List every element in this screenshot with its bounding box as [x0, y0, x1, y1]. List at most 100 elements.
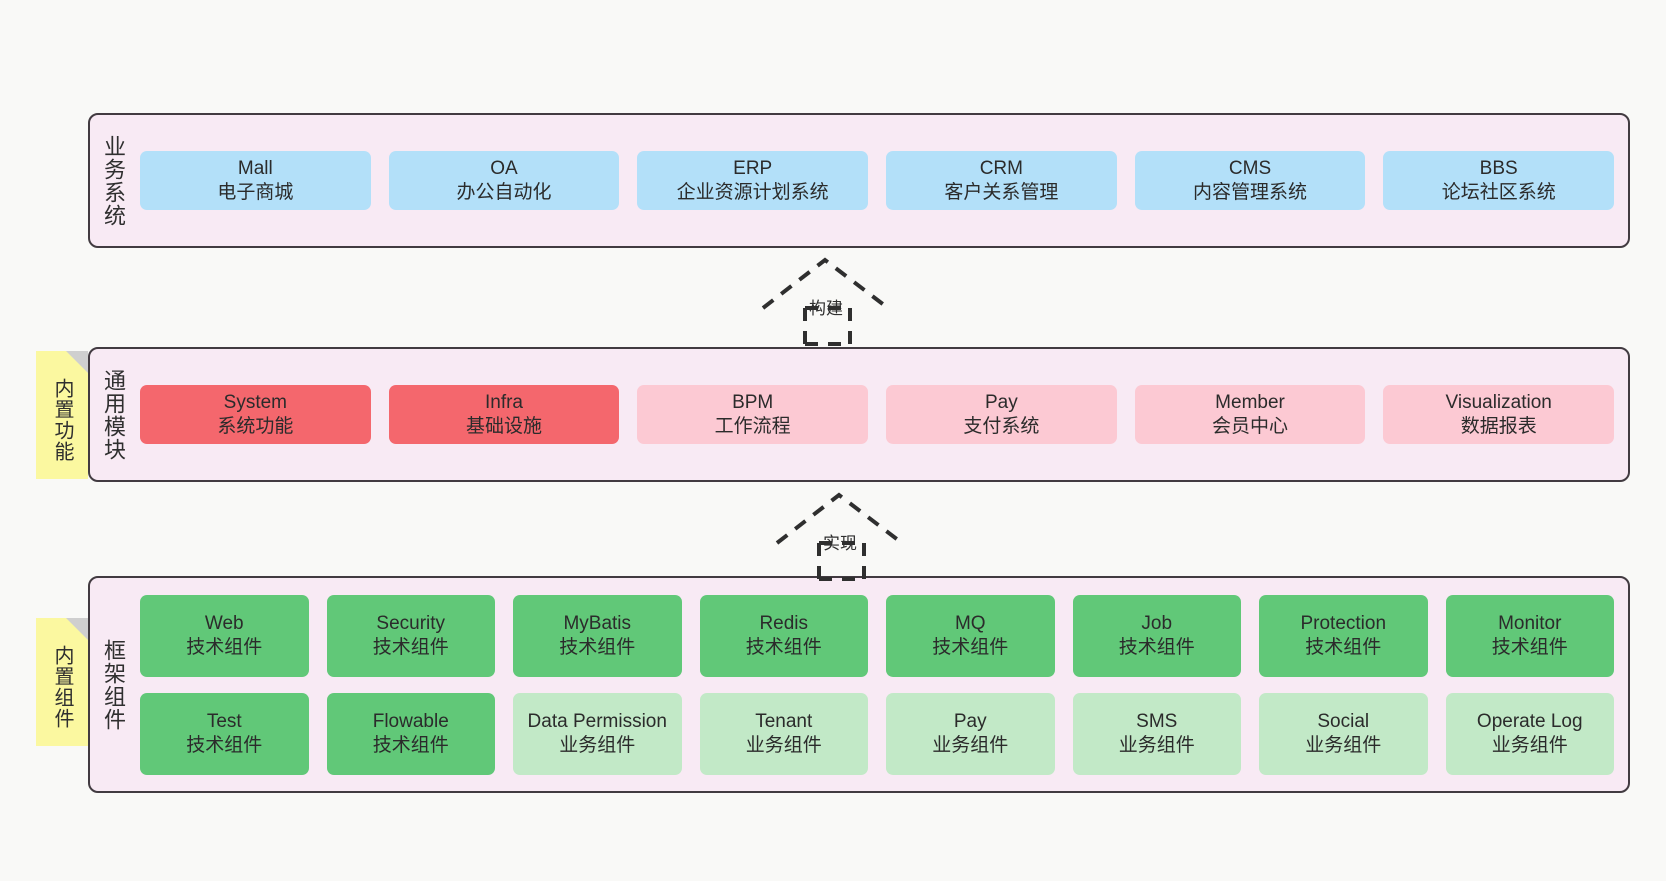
- card-title: Protection: [1300, 612, 1387, 634]
- common-module-row: System 系统功能 Infra 基础设施 BPM 工作流程 Pay 支付系统…: [140, 384, 1615, 445]
- card-subtitle: 工作流程: [714, 415, 791, 437]
- card-subtitle: 技术组件: [1305, 636, 1382, 658]
- card-title: System: [223, 391, 288, 413]
- card-subtitle: 技术组件: [372, 734, 449, 756]
- card-title: Pay: [984, 391, 1018, 413]
- framework-component-row-business: Test 技术组件 Flowable 技术组件 Data Permission …: [140, 692, 1614, 775]
- layer-framework-component-body: Web 技术组件 Security 技术组件 MyBatis 技术组件 Redi…: [136, 578, 1628, 791]
- card-subtitle: 会员中心: [1212, 415, 1289, 437]
- card-title: BPM: [732, 391, 774, 413]
- card-title: OA: [490, 157, 518, 179]
- layer-common-module-body: System 系统功能 Infra 基础设施 BPM 工作流程 Pay 支付系统…: [136, 349, 1628, 480]
- card-title: Web: [204, 612, 244, 634]
- card-subtitle: 技术组件: [186, 734, 263, 756]
- card-web[interactable]: Web 技术组件: [140, 594, 309, 677]
- card-subtitle: 数据报表: [1460, 415, 1537, 437]
- layer-framework-component: 框架组件 Web 技术组件 Security 技术组件 MyBatis 技术组件…: [88, 576, 1630, 793]
- card-title: ERP: [733, 157, 773, 179]
- note-builtin-component: 内置组件: [36, 618, 88, 746]
- card-title: Infra: [484, 391, 524, 413]
- card-title: BBS: [1479, 157, 1518, 179]
- card-title: Tenant: [755, 710, 813, 732]
- card-social[interactable]: Social 业务组件: [1259, 692, 1428, 775]
- card-bpm[interactable]: BPM 工作流程: [637, 384, 869, 445]
- card-title: Operate Log: [1476, 710, 1583, 732]
- card-sms[interactable]: SMS 业务组件: [1072, 692, 1241, 775]
- card-subtitle: 电子商城: [217, 181, 294, 203]
- card-data-permission[interactable]: Data Permission 业务组件: [513, 692, 682, 775]
- card-test[interactable]: Test 技术组件: [140, 692, 309, 775]
- connector-build: 构建: [757, 256, 907, 346]
- card-bbs[interactable]: BBS 论坛社区系统: [1383, 150, 1615, 211]
- card-mybatis[interactable]: MyBatis 技术组件: [513, 594, 682, 677]
- card-subtitle: 业务组件: [932, 734, 1009, 756]
- card-pay-component[interactable]: Pay 业务组件: [886, 692, 1055, 775]
- card-subtitle: 业务组件: [1118, 734, 1195, 756]
- card-cms[interactable]: CMS 内容管理系统: [1134, 150, 1366, 211]
- card-subtitle: 业务组件: [1305, 734, 1382, 756]
- card-pay-module[interactable]: Pay 支付系统: [886, 384, 1117, 445]
- card-subtitle: 业务组件: [745, 734, 822, 756]
- card-subtitle: 技术组件: [1491, 636, 1568, 658]
- note-builtin-function-label: 内置功能: [51, 378, 73, 462]
- note-fold-corner-icon: [66, 618, 88, 640]
- card-subtitle: 技术组件: [186, 636, 263, 658]
- card-subtitle: 论坛社区系统: [1441, 181, 1556, 203]
- card-subtitle: 业务组件: [559, 734, 636, 756]
- card-system[interactable]: System 系统功能: [140, 384, 371, 445]
- card-tenant[interactable]: Tenant 业务组件: [699, 692, 868, 775]
- card-title: Test: [206, 710, 242, 732]
- card-subtitle: 内容管理系统: [1193, 181, 1308, 203]
- card-monitor[interactable]: Monitor 技术组件: [1445, 594, 1614, 677]
- card-subtitle: 基础设施: [466, 415, 543, 437]
- layer-common-module: 通用模块 System 系统功能 Infra 基础设施 BPM 工作流程 Pay…: [88, 347, 1630, 482]
- card-flowable[interactable]: Flowable 技术组件: [326, 692, 495, 775]
- card-mq[interactable]: MQ 技术组件: [886, 594, 1055, 677]
- card-title: CRM: [979, 157, 1023, 179]
- framework-component-row-tech: Web 技术组件 Security 技术组件 MyBatis 技术组件 Redi…: [140, 594, 1614, 677]
- card-subtitle: 办公自动化: [456, 181, 552, 203]
- card-title: Security: [376, 612, 446, 634]
- card-title: Job: [1141, 612, 1173, 634]
- card-erp[interactable]: ERP 企业资源计划系统: [637, 150, 869, 211]
- card-title: Pay: [953, 710, 987, 732]
- card-subtitle: 技术组件: [559, 636, 636, 658]
- card-title: Mall: [237, 157, 273, 179]
- card-security[interactable]: Security 技术组件: [326, 594, 495, 677]
- card-redis[interactable]: Redis 技术组件: [699, 594, 868, 677]
- card-title: CMS: [1228, 157, 1272, 179]
- card-member[interactable]: Member 会员中心: [1134, 384, 1366, 445]
- card-subtitle: 客户关系管理: [944, 181, 1059, 203]
- note-builtin-component-label: 内置组件: [51, 645, 73, 729]
- card-subtitle: 业务组件: [1491, 734, 1568, 756]
- layer-common-module-label: 通用模块: [100, 368, 126, 461]
- card-title: Visualization: [1445, 391, 1552, 413]
- card-job[interactable]: Job 技术组件: [1072, 594, 1241, 677]
- card-subtitle: 企业资源计划系统: [676, 181, 829, 203]
- connector-build-label: 构建: [809, 299, 843, 318]
- card-protection[interactable]: Protection 技术组件: [1259, 594, 1428, 677]
- card-title: Redis: [759, 612, 809, 634]
- card-operate-log[interactable]: Operate Log 业务组件: [1445, 692, 1614, 775]
- connector-implement: 实现: [771, 491, 921, 581]
- card-title: MQ: [954, 612, 986, 634]
- card-crm[interactable]: CRM 客户关系管理: [886, 150, 1117, 211]
- card-title: Social: [1317, 710, 1370, 732]
- card-subtitle: 支付系统: [963, 415, 1040, 437]
- layer-business-system-label: 业务系统: [100, 134, 126, 227]
- card-subtitle: 技术组件: [745, 636, 822, 658]
- card-title: SMS: [1136, 710, 1178, 732]
- card-subtitle: 系统功能: [217, 415, 294, 437]
- card-title: MyBatis: [563, 612, 632, 634]
- card-subtitle: 技术组件: [1118, 636, 1195, 658]
- note-builtin-function: 内置功能: [36, 351, 88, 479]
- card-title: Flowable: [372, 710, 449, 732]
- card-mall[interactable]: Mall 电子商城: [140, 150, 371, 211]
- card-visualization[interactable]: Visualization 数据报表: [1383, 384, 1615, 445]
- card-oa[interactable]: OA 办公自动化: [388, 150, 620, 211]
- connector-implement-label: 实现: [823, 534, 857, 553]
- card-infra[interactable]: Infra 基础设施: [388, 384, 620, 445]
- layer-framework-component-label: 框架组件: [100, 638, 126, 731]
- card-title: Member: [1215, 391, 1285, 413]
